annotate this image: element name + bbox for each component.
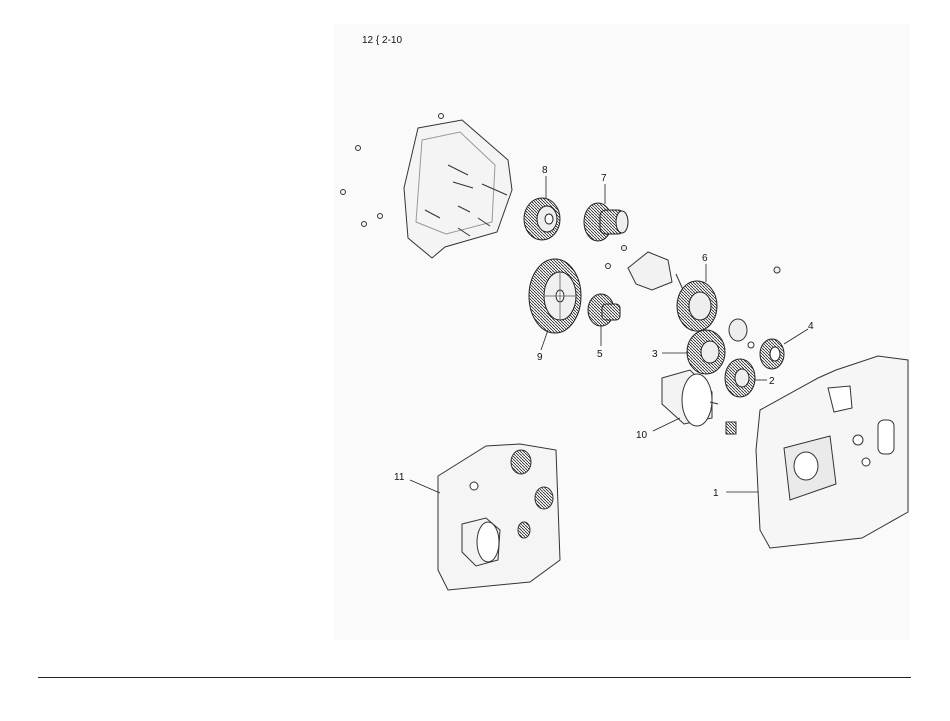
callout-4: 4 (808, 321, 814, 332)
callout-3: 3 (652, 349, 658, 360)
callout-11: 11 (394, 472, 405, 483)
gear-2 (725, 359, 755, 397)
callout-1: 1 (713, 488, 719, 499)
frame-plate-1 (756, 356, 908, 548)
gear-7 (584, 203, 628, 241)
callout-5: 5 (597, 349, 603, 360)
callout-9: 9 (537, 352, 543, 363)
gear-3 (687, 330, 725, 374)
callout-7: 7 (601, 173, 607, 184)
gear-4 (760, 339, 784, 369)
gear-9 (529, 259, 581, 333)
bracket-plate (341, 114, 781, 274)
callout-8: 8 (542, 165, 548, 176)
assembly-11 (438, 444, 560, 590)
callout-6: 6 (702, 253, 708, 264)
coupler (729, 319, 754, 348)
gear-6 (677, 281, 717, 331)
center-bracket (606, 246, 685, 293)
callout-10: 10 (636, 430, 648, 441)
footer-rule (38, 677, 911, 678)
callout-2: 2 (769, 376, 775, 387)
gear-8 (524, 198, 560, 240)
gear-5 (588, 294, 620, 326)
